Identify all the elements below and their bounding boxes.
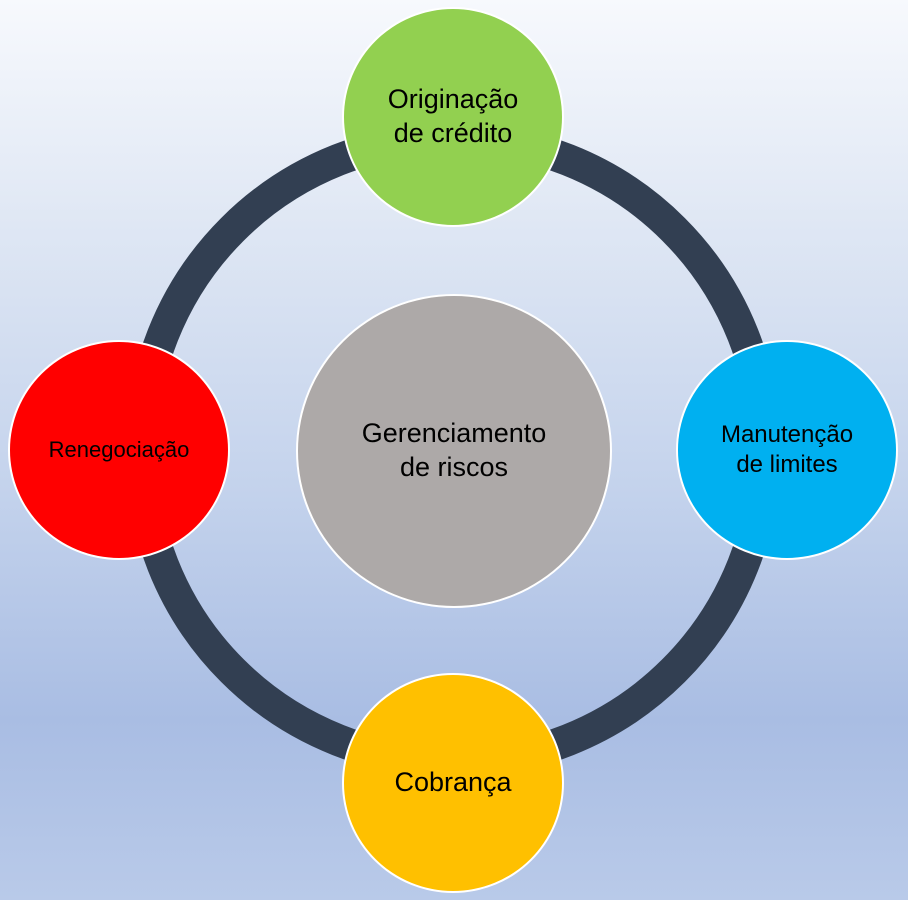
node-renegotiation: Renegociação bbox=[8, 340, 230, 560]
node-limit-maintenance-label: Manutenção de limites bbox=[720, 421, 854, 478]
node-collection-label: Cobrança bbox=[394, 767, 512, 798]
node-credit-origination: Originação de crédito bbox=[342, 7, 564, 227]
node-limit-maintenance: Manutenção de limites bbox=[676, 340, 898, 560]
center-node-label: Gerenciamento de riscos bbox=[361, 418, 547, 482]
center-node-risk-management: Gerenciamento de riscos bbox=[296, 294, 612, 608]
node-collection: Cobrança bbox=[342, 673, 564, 893]
node-credit-origination-label: Originação de crédito bbox=[387, 84, 519, 148]
node-renegotiation-label: Renegociação bbox=[48, 437, 190, 463]
